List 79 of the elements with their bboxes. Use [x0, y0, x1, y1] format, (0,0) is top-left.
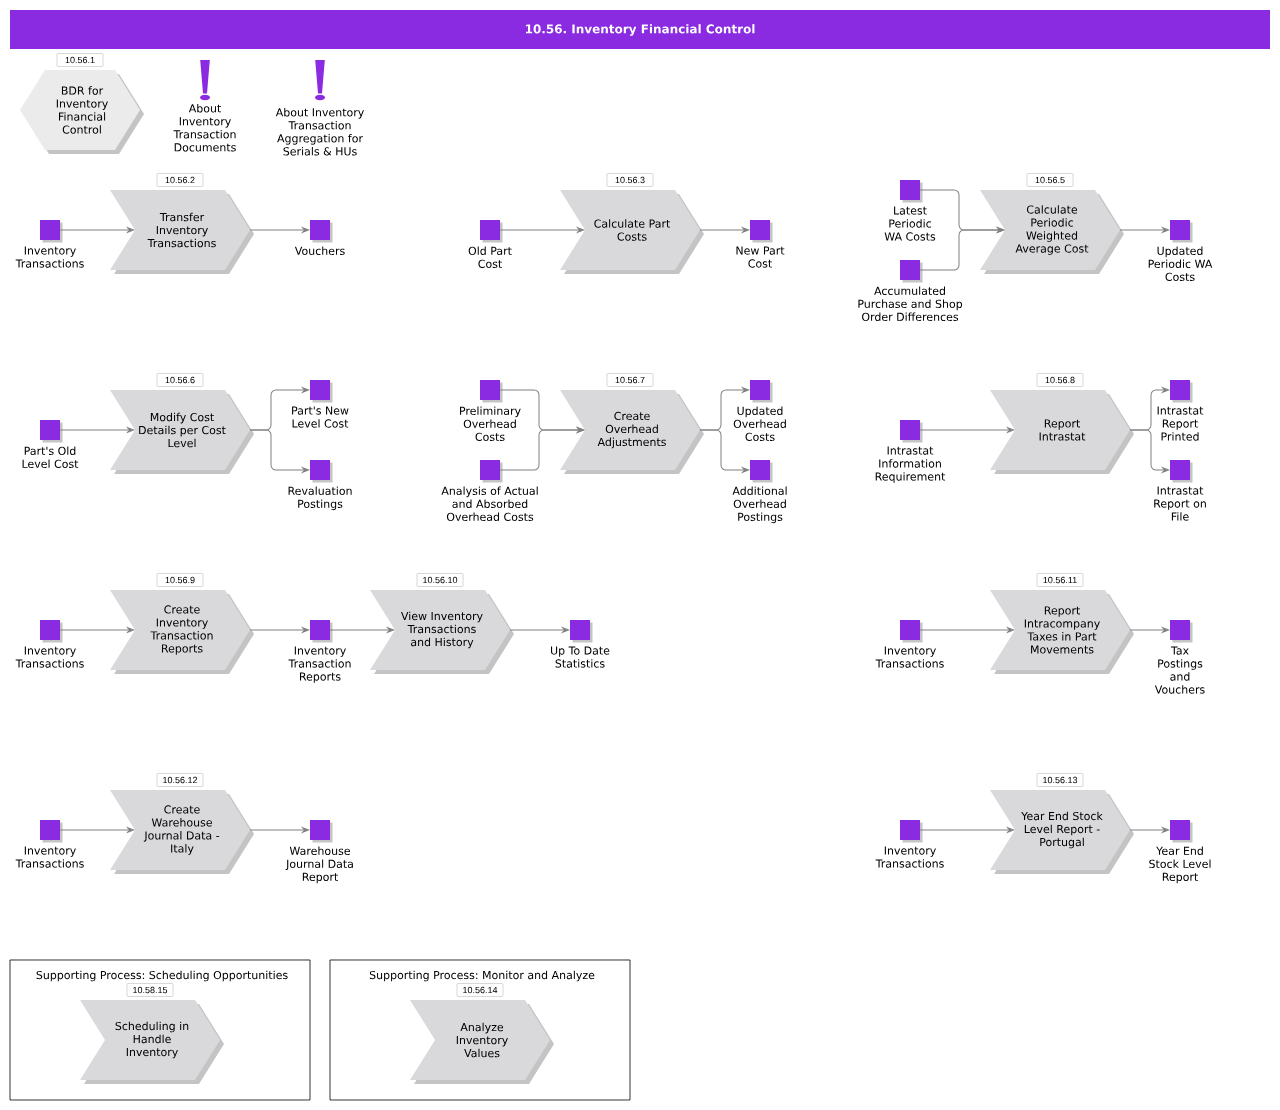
title-banner: 10.56. Inventory Financial Control: [10, 10, 1270, 49]
object-label: Intrastat Report Printed: [1157, 406, 1204, 441]
process-chevron: Create Overhead Adjustments: [560, 390, 704, 474]
object-label: Up To Date Statistics: [551, 646, 610, 668]
arrow: [59, 227, 135, 233]
object-label: Latest Periodic WA Costs: [884, 206, 936, 241]
number-tag: 10.56.14: [456, 983, 504, 997]
arrow: [1129, 627, 1170, 633]
object-label: Inventory Transactions: [875, 846, 944, 868]
arrow: [499, 427, 585, 471]
arrow: [919, 627, 1015, 633]
arrow: [919, 827, 1015, 833]
process-chevron: Report Intrastat: [990, 390, 1134, 474]
number-tag: 10.56.3: [606, 173, 654, 187]
process-chevron: View Inventory Transactions and History: [370, 590, 514, 674]
process-chevron: Report Intracompany Taxes in Part Movements: [990, 590, 1134, 674]
object-label: Inventory Transactions: [15, 846, 84, 868]
object-label: Part's New Level Cost: [292, 406, 349, 428]
number-tag: 10.56.8: [1036, 373, 1084, 387]
object-label: Revaluation Postings: [288, 486, 352, 511]
object-label: Updated Periodic WA Costs: [1148, 246, 1213, 281]
process-chevron: Calculate Periodic Weighted Average Cost: [980, 190, 1124, 274]
number-tag: 10.56.7: [606, 373, 654, 387]
number-tag: 10.56.11: [1036, 573, 1084, 587]
number-tag: 10.56.12: [156, 773, 204, 787]
number-tag: 10.56.9: [156, 573, 204, 587]
number-tag: 10.56.10: [416, 573, 464, 587]
object-label: Accumulated Purchase and Shop Order Differences: [858, 286, 963, 321]
arrow: [699, 429, 750, 473]
number-tag: 10.58.15: [126, 983, 174, 997]
number-tag: 10.56.13: [1036, 773, 1084, 787]
object-label: Preliminary Overhead Costs: [460, 406, 521, 441]
process-chevron: Calculate Part Costs: [560, 190, 704, 274]
object-label: Year End Stock Level Report: [1149, 846, 1211, 884]
arrow: [1129, 429, 1170, 473]
object-label: Updated Overhead Costs: [733, 406, 786, 441]
arrow: [919, 427, 1015, 433]
object-label: Inventory Transactions: [15, 246, 84, 268]
hexagon-box: BDR for Inventory Financial Control: [20, 70, 144, 154]
process-chevron: Scheduling in Handle Inventory: [80, 1000, 224, 1084]
arrow: [329, 627, 395, 633]
arrow: [249, 429, 310, 473]
object-label: Tax Postings and Vouchers: [1154, 646, 1205, 694]
object-label: Intrastat Information Requirement: [875, 446, 946, 483]
object-label: Inventory Transaction Reports: [288, 646, 351, 683]
arrow: [699, 227, 750, 233]
process-chevron: Create Inventory Transaction Reports: [110, 590, 254, 674]
process-chevron: Create Warehouse Journal Data - Italy: [110, 790, 254, 874]
arrow: [249, 627, 310, 633]
number-tag: 10.56.6: [156, 373, 204, 387]
arrow: [509, 627, 570, 633]
process-chevron: Transfer Inventory Transactions: [110, 190, 254, 274]
process-chevron: Modify Cost Details per Cost Level: [110, 390, 254, 474]
object-label: Inventory Transactions: [875, 646, 944, 668]
note-label: About Inventory Transaction Aggregation for Serials & HUs: [275, 108, 364, 156]
process-chevron: Year End Stock Level Report - Portugal: [990, 790, 1134, 874]
arrow: [919, 227, 1005, 271]
object-label: Additional Overhead Postings: [732, 486, 787, 524]
object-label: Inventory Transactions: [15, 646, 84, 668]
object-label: Analysis of Actual and Absorbed Overhead Costs: [441, 486, 538, 521]
arrow: [249, 227, 310, 233]
note-label: About Inventory Transaction Documents: [173, 104, 236, 152]
arrow: [499, 227, 585, 233]
arrow: [59, 427, 135, 433]
arrow: [59, 627, 135, 633]
number-tag: 10.56.2: [156, 173, 204, 187]
process-chevron: Analyze Inventory Values: [410, 1000, 554, 1084]
arrow: [59, 827, 135, 833]
arrow: [1119, 227, 1170, 233]
arrow: [249, 827, 310, 833]
object-label: Old Part Cost: [468, 246, 512, 268]
object-label: New Part Cost: [736, 246, 785, 268]
object-label: Intrastat Report on File: [1154, 486, 1206, 521]
arrow: [1129, 827, 1170, 833]
object-label: Part's Old Level Cost: [22, 446, 79, 468]
object-label: Warehouse Journal Data Report: [285, 846, 353, 884]
number-tag: 10.56.1: [56, 53, 104, 67]
number-tag: 10.56.5: [1026, 173, 1074, 187]
object-label: Vouchers: [294, 246, 345, 255]
